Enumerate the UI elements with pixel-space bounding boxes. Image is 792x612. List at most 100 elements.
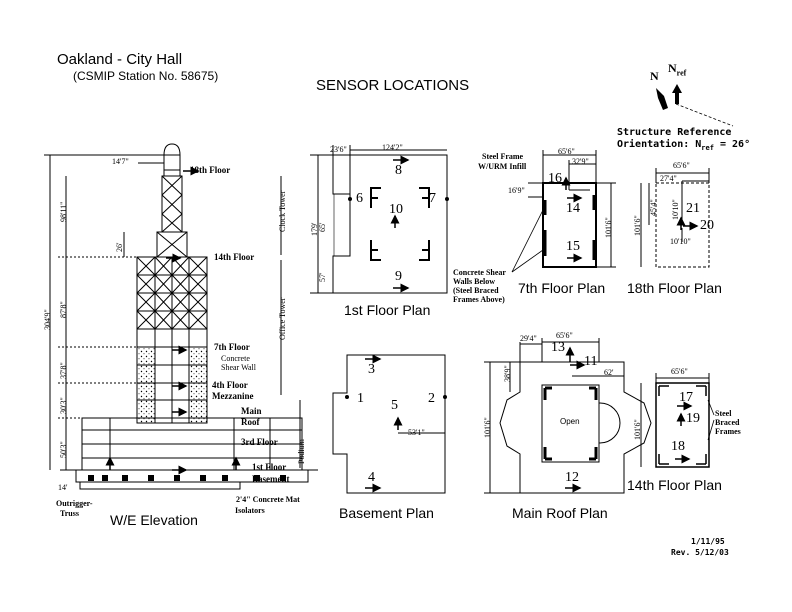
floor-label: 4th Floor (212, 380, 248, 390)
dimension: 32'9" (572, 157, 589, 166)
first-floor-plan (310, 145, 448, 294)
plan-caption: 18th Floor Plan (627, 280, 722, 296)
dimension: 50'3" (59, 441, 68, 458)
dimension: 65'6" (671, 367, 688, 376)
dimension: 57' (318, 272, 327, 282)
isolators (88, 475, 286, 481)
clock-tower-label: Clock Tower (278, 190, 287, 232)
north-ref-label: Nref (668, 61, 687, 78)
dimension: 10'10" (671, 199, 680, 220)
dimension: 124'2" (382, 143, 403, 152)
dimension: 14'7" (112, 157, 129, 166)
dimension: 304'9" (43, 309, 52, 330)
sensor-number: 9 (395, 269, 402, 284)
elevation-caption: W/E Elevation (110, 512, 198, 528)
sensor-number: 6 (356, 191, 363, 206)
dimension: 37'8" (59, 362, 68, 379)
dimension: 16'9" (508, 186, 525, 195)
date-label: 1/11/95 (691, 537, 725, 546)
sensor-arrow-icon (561, 176, 583, 263)
plan-caption: 7th Floor Plan (518, 280, 606, 296)
note: Truss (60, 509, 79, 518)
sensor-arrow-icon (565, 346, 586, 493)
note: Frames (715, 427, 741, 436)
dimension: 101'6" (483, 417, 492, 438)
note: Frames Above) (453, 295, 505, 304)
dimension: 38'9" (503, 365, 512, 382)
sensor-number: 4 (368, 470, 375, 485)
sensor-number: 7 (429, 191, 436, 206)
sensor-number: 1 (357, 391, 364, 406)
plan-caption: 1st Floor Plan (344, 302, 431, 318)
floor-label: Mezzanine (212, 391, 254, 401)
concrete-wall (188, 346, 208, 424)
note: Outrigger- (56, 499, 93, 508)
note: W/URM Infill (478, 162, 527, 171)
sensor-arrow-icon (676, 216, 699, 231)
podium-label: Podium (297, 439, 306, 464)
floor-label: 3rd Floor (241, 437, 278, 447)
dimension: 45'4" (649, 199, 658, 216)
sensor-number: 19 (686, 411, 700, 426)
dimension: 87'8" (59, 301, 68, 318)
floor-label: 18th Floor (190, 165, 231, 175)
main-roof-plan (484, 338, 652, 494)
sensor-number: 20 (700, 218, 714, 233)
dimension: 10'10" (670, 237, 691, 246)
floor-label: Roof (241, 417, 260, 427)
concrete-wall (136, 346, 156, 424)
sensor-number: 8 (395, 163, 402, 178)
dimension: 101'6" (633, 419, 642, 440)
dimension: 65'6" (558, 147, 575, 156)
page-title: Oakland - City Hall (57, 51, 183, 68)
fourteenth-floor-plan (640, 373, 715, 468)
dimension: 62' (604, 368, 614, 377)
note: Steel Frame (482, 152, 524, 161)
structure-reference-label: Structure Reference (617, 127, 732, 138)
sensor-number: 5 (391, 398, 398, 413)
revision-label: Rev. 5/12/03 (671, 548, 729, 557)
floor-label: 14th Floor (214, 252, 255, 262)
dimension: 65'6" (673, 161, 690, 170)
north-arrow-icon (656, 84, 734, 127)
dimension: 30'3" (59, 397, 68, 414)
sensor-number: 3 (368, 362, 375, 377)
open-label: Open (560, 417, 580, 426)
eighteenth-floor-plan (640, 168, 710, 268)
station-number: (CSMIP Station No. 58675) (73, 69, 219, 83)
sensor-number: 10 (389, 202, 403, 217)
sensor-number: 21 (686, 201, 700, 216)
floor-label: 1st Floor (252, 462, 287, 472)
dimension: 65' (318, 222, 327, 232)
sensor-number: 2 (428, 391, 435, 406)
sensor-number: 11 (584, 354, 598, 369)
dimension: 27'4" (660, 174, 677, 183)
sensor-number: 14 (566, 201, 580, 216)
basement-plan (332, 354, 446, 494)
sensor-arrow-icon (365, 354, 403, 493)
dimension: 14' (58, 483, 68, 492)
sensor-number: 15 (566, 239, 580, 254)
dimension: 29'4" (520, 334, 537, 343)
plan-caption: Basement Plan (339, 505, 434, 521)
seventh-floor-plan (511, 150, 616, 273)
plan-caption: 14th Floor Plan (627, 477, 722, 493)
section-heading: SENSOR LOCATIONS (316, 77, 470, 94)
elevation-drawing (44, 143, 318, 490)
north-label: N (650, 69, 659, 83)
floor-label: Main (241, 406, 262, 416)
sensor-arrow-icon (675, 401, 693, 464)
note: Concrete (221, 354, 250, 363)
note: 2'4" Concrete Mat (236, 495, 300, 504)
note: Isolators (235, 506, 265, 515)
orientation-label: Orientation: Nref = 26° (617, 139, 751, 152)
dimension: 101'6" (633, 215, 642, 236)
sensor-arrow-icon (390, 155, 410, 293)
dimension: 26' (115, 242, 124, 252)
dimension: 65'6" (556, 331, 573, 340)
note: Shear Wall (221, 363, 256, 372)
dimension: 23'6" (330, 145, 347, 154)
dimension: 101'6" (604, 217, 613, 238)
